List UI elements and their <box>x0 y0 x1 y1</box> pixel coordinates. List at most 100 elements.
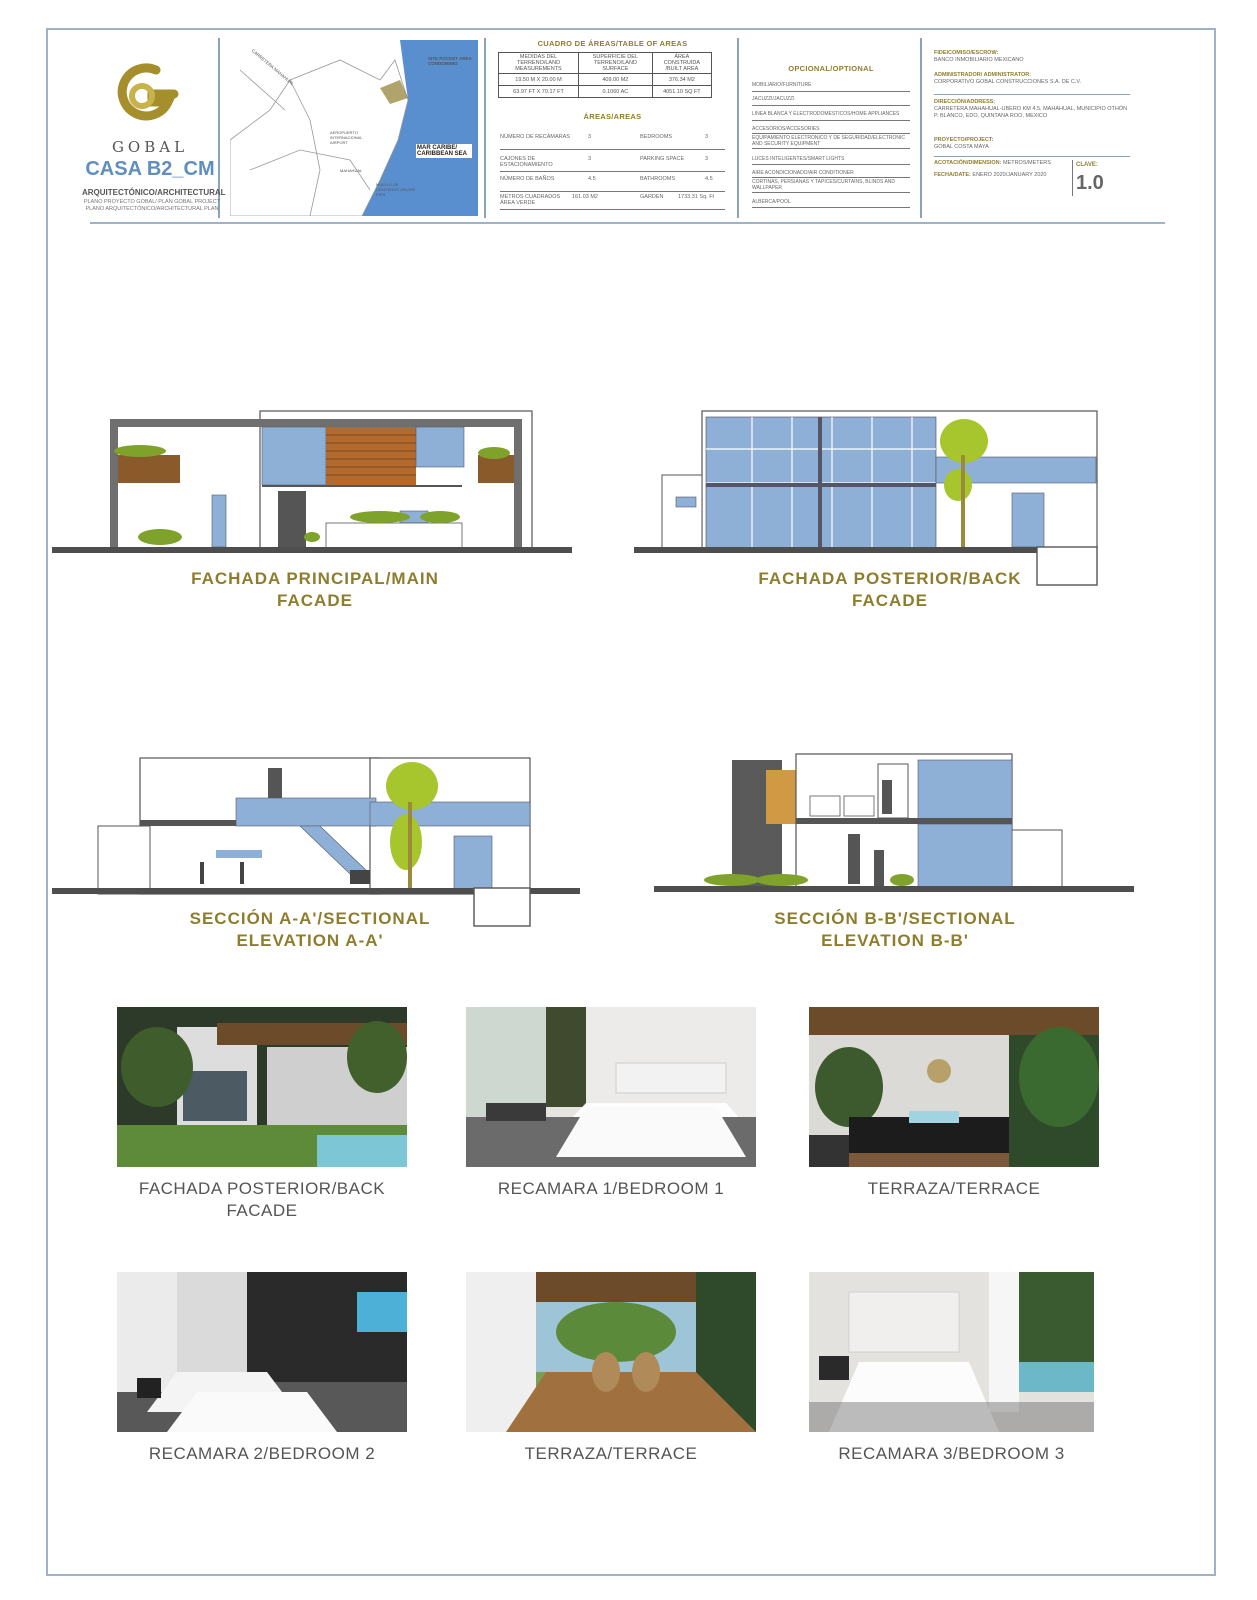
discipline-sub-line: PLANO ARQUITECTÓNICO/ARCHITECTURAL PLAN <box>85 206 219 212</box>
area-value: 4.5 <box>588 176 596 182</box>
info-label: ADMINISTRADOR/ ADMINISTRATOR: <box>934 72 1032 78</box>
area-value: 1733.31 Sq. Ft <box>678 194 715 200</box>
header-divider <box>737 38 739 218</box>
optional-item: CORTINAS, PERSIANAS Y TAPICES/CURTAINS, … <box>752 179 910 193</box>
table-header-cell: ÁREA CONSTRUIDA /BUILT AREA <box>651 52 713 74</box>
info-label: FIDEICOMISO/ESCROW: <box>934 50 999 56</box>
area-value: 3 <box>705 156 709 162</box>
area-row: NÚMERO DE BAÑOS 4.5 BATHROOMS 4.5 <box>500 172 725 192</box>
location-map: SITE POCKET AREA CONDOMINIO CARRETERA MA… <box>230 40 478 216</box>
render-bedroom-1 <box>466 1007 756 1167</box>
info-value: CARRETERA MAHAHUAL-UBERO KM 4.5, MAHAHUA… <box>934 106 1128 119</box>
map-label: MAHAHUAL <box>340 168 363 173</box>
render-caption: RECAMARA 2/BEDROOM 2 <box>148 1444 376 1463</box>
info-value: METROS/METERS <box>1002 160 1051 166</box>
info-label: ACOTACIÓN/DIMENSION: <box>934 160 1002 166</box>
info-value: ENERO 2020/JANUARY 2020 <box>972 172 1047 178</box>
optional-item: ACCESORIOS/ACCESORIES <box>752 126 910 134</box>
optional-item: EQUIPAMIENTO ELECTRONICO Y DE SEGURIDAD/… <box>752 135 910 149</box>
render-bedroom-2 <box>117 1272 407 1432</box>
header-rule <box>90 222 1165 224</box>
area-row: NÚMERO DE RECÁMARAS 3 BEDROOMS 3 <box>500 130 725 150</box>
area-label: NÚMERO DE RECÁMARAS <box>500 134 570 140</box>
header-divider <box>920 38 922 218</box>
clave-label: CLAVE: <box>1076 162 1098 168</box>
table-row: 63.97 FT X 70.17 FT 0.1060 AC 4051.10 SQ… <box>497 85 713 98</box>
area-row: CAJONES DE ESTACIONAMIENTO 3 PARKING SPA… <box>500 152 725 172</box>
table-cell: 63.97 FT X 70.17 FT <box>497 85 580 98</box>
project-title: CASA B2_CM <box>85 158 215 180</box>
clave-box <box>1072 160 1132 196</box>
table-cell: 0.1060 AC <box>578 85 653 98</box>
render-caption: RECAMARA 3/BEDROOM 3 <box>838 1444 1065 1463</box>
section-bb-caption: SECCIÓN B-B'/SECTIONAL ELEVATION B-B' <box>774 909 1016 950</box>
info-label: DIRECCIÓN/ADDRESS: <box>934 99 996 105</box>
area-label: METROS CUADRADOS ÁREA VERDE <box>500 194 561 206</box>
render-bedroom-3 <box>809 1272 1094 1432</box>
info-value: BANCO INMOBILIARIO MEXICANO <box>934 57 1024 63</box>
optional-item: JACUZZI/JACUZZI <box>752 96 910 106</box>
discipline-sub: PLANO PROYECTO GOBAL/ PLAN GOBAL PROJECT… <box>82 199 222 213</box>
render-back-facade <box>117 1007 407 1167</box>
area-value: 4.5 <box>705 176 713 182</box>
table-row: 19.50 M X 20.00 M 409.00 M2 376.34 M2 <box>497 73 713 86</box>
map-label: MUELLE DE CRUCEROS CRUISE PIER <box>376 182 416 197</box>
render-caption: TERRAZA/TERRACE <box>867 1179 1041 1198</box>
info-label: PROYECTO/PROJECT: <box>934 137 994 143</box>
table-cell: 376.34 M2 <box>651 73 713 86</box>
info-value: GOBAL COSTA MAYA <box>934 144 989 150</box>
discipline-sub-line: PLANO PROYECTO GOBAL/ PLAN GOBAL PROJECT <box>83 199 221 205</box>
area-label: PARKING SPACE <box>640 156 685 162</box>
area-label: GARDEN <box>640 194 664 200</box>
info-rule <box>934 156 1130 157</box>
optional-item: MOBILIARIO/FURNITURE <box>752 82 910 92</box>
admin-info: ADMINISTRADOR/ ADMINISTRATOR: CORPORATIV… <box>934 72 1129 86</box>
optional-item: LINEA BLANCA Y ELECTRODOMESTICOS/HOME AP… <box>752 111 910 121</box>
sheet-frame <box>46 28 1216 1576</box>
render-caption: TERRAZA/TERRACE <box>524 1444 698 1463</box>
gobal-logo-icon <box>117 63 179 121</box>
info-value: CORPORATIVO GOBAL CONSTRUCCIONES S.A. DE… <box>934 79 1082 85</box>
render-terrace-1 <box>809 1007 1099 1167</box>
map-label: AEROPUERTO INTERNACIONAL AIRPORT <box>330 130 363 145</box>
project-info: PROYECTO/PROJECT: GOBAL COSTA MAYA <box>934 137 1129 151</box>
header-divider <box>218 38 220 218</box>
clave-value: 1.0 <box>1076 172 1104 194</box>
area-label: BEDROOMS <box>640 134 673 140</box>
header-divider <box>484 38 486 218</box>
info-rule <box>934 94 1130 95</box>
area-value: 3 <box>588 134 592 140</box>
areas-subtitle: ÁREAS/AREAS <box>583 112 642 121</box>
date-info: FECHA/DATE: ENERO 2020/JANUARY 2020 <box>934 172 1074 179</box>
area-row: METROS CUADRADOS ÁREA VERDE 161.03 M2 GA… <box>500 190 725 210</box>
table-cell: 409.00 M2 <box>578 73 653 86</box>
table-cell: 19.50 M X 20.00 M <box>497 73 580 86</box>
render-terrace-2 <box>466 1272 756 1432</box>
area-label: BATHROOMS <box>640 176 676 182</box>
area-value: 3 <box>588 156 592 162</box>
areas-table: MEDIDAS DEL TERRENO/LAND MEASUREMENTS SU… <box>497 52 713 98</box>
section-aa-caption: SECCIÓN A-A'/SECTIONAL ELEVATION A-A' <box>189 909 431 950</box>
table-cell: 4051.10 SQ FT <box>651 85 713 98</box>
optional-title: OPCIONAL/OPTIONAL <box>788 64 874 73</box>
optional-item: AIRE ACONDICIONADO/AIR CONDITIONER <box>752 170 910 178</box>
table-header-cell: SUPERFICIE DEL TERRENO/LAND SURFACE <box>578 52 653 74</box>
area-value: 3 <box>705 134 709 140</box>
escrow-info: FIDEICOMISO/ESCROW: BANCO INMOBILIARIO M… <box>934 50 1129 64</box>
table-row: MEDIDAS DEL TERRENO/LAND MEASUREMENTS SU… <box>497 52 713 74</box>
address-info: DIRECCIÓN/ADDRESS: CARRETERA MAHAHUAL-UB… <box>934 99 1129 120</box>
info-label: FECHA/DATE: <box>934 172 971 178</box>
brand-name: GOBAL <box>111 138 189 156</box>
table-header-cell: MEDIDAS DEL TERRENO/LAND MEASUREMENTS <box>497 52 580 74</box>
map-sea-label: MAR CARIBE/ CARIBBEAN SEA <box>416 144 472 158</box>
section-aa-drawing <box>52 757 580 927</box>
optional-item: ALBERCA/POOL <box>752 199 910 208</box>
units-info: ACOTACIÓN/DIMENSION: METROS/METERS <box>934 160 1074 167</box>
area-label: CAJONES DE ESTACIONAMIENTO <box>500 156 553 168</box>
section-bb-drawing <box>654 753 1134 892</box>
render-caption: RECAMARA 1/BEDROOM 1 <box>497 1179 725 1198</box>
render-caption: FACHADA POSTERIOR/BACK FACADE <box>138 1179 386 1220</box>
back-facade-drawing <box>634 410 1098 586</box>
map-label: SITE POCKET AREA CONDOMINIO <box>428 56 472 66</box>
areas-title: CUADRO DE ÁREAS/TABLE OF AREAS <box>537 39 688 48</box>
